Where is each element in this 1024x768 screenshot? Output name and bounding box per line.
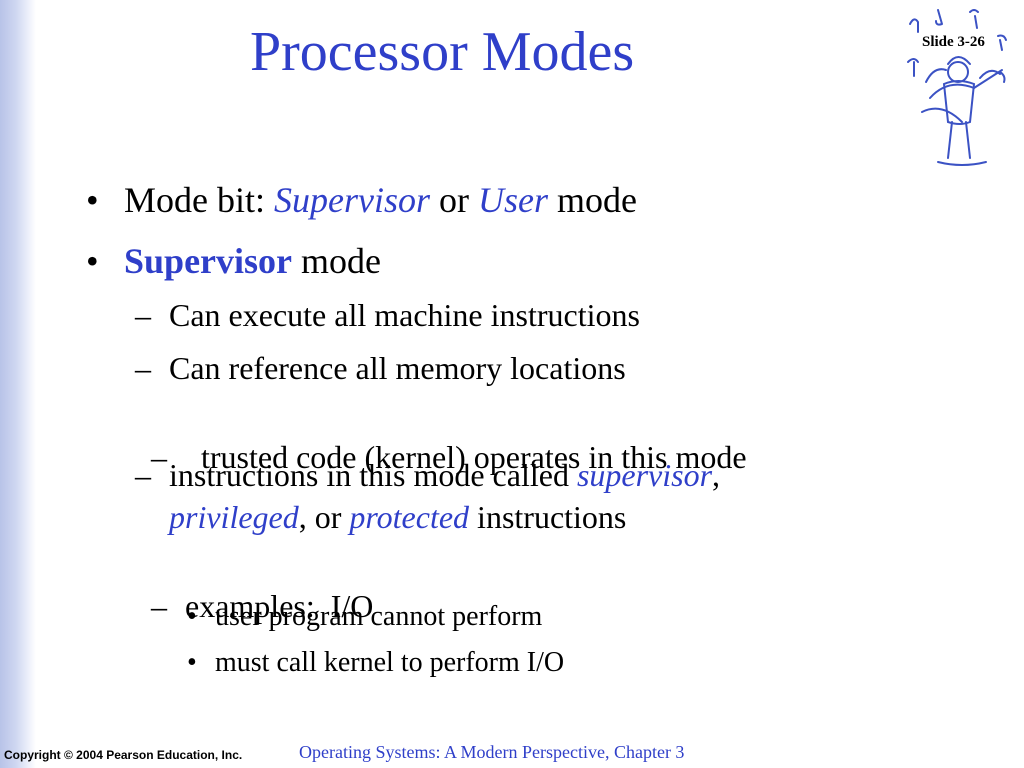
slide-number: Slide 3-26 xyxy=(922,34,985,50)
dash-marker: – xyxy=(151,588,167,624)
dash-marker: – xyxy=(151,439,167,475)
term-protected: protected xyxy=(349,499,470,535)
sub-bullet-reference: –Can reference all memory locations xyxy=(135,350,626,386)
copyright-footer: Copyright © 2004 Pearson Education, Inc. xyxy=(4,748,243,762)
sub-bullet-text: trusted code (kernel) operates in this m… xyxy=(185,439,747,475)
subsub-bullet-user-program: • user program cannot perform xyxy=(187,601,542,633)
sub-bullet-instructions-called-cont: privileged, or protected instructions xyxy=(169,499,626,535)
bullet-marker: • xyxy=(86,180,99,220)
bullet-mode-bit: • Mode bit: Supervisor or User mode xyxy=(86,180,637,220)
subsub-bullet-call-kernel: • must call kernel to perform I/O xyxy=(187,647,564,679)
term-privileged: privileged xyxy=(169,499,299,535)
term-supervisor: Supervisor xyxy=(274,180,430,220)
sub-bullet-execute: –Can execute all machine instructions xyxy=(135,297,640,333)
bullet-text: mode xyxy=(548,180,637,220)
sub-bullet-trusted-code: – trusted code (kernel) operates in this… xyxy=(135,403,747,475)
left-gradient-bar xyxy=(0,0,36,768)
sub-bullet-text: examples: I/O xyxy=(185,588,374,624)
bullet-text: mode xyxy=(292,241,381,281)
term-user: User xyxy=(478,180,548,220)
bullet-supervisor-mode: • Supervisor mode xyxy=(86,241,381,281)
book-title-footer: Operating Systems: A Modern Perspective,… xyxy=(299,742,685,762)
term-supervisor-italic: supervisor xyxy=(576,457,713,493)
bullet-marker: • xyxy=(187,647,197,678)
sub-bullet-instructions-called: –instructions in this mode called superv… xyxy=(135,457,720,493)
subsub-bullet-text: must call kernel to perform I/O xyxy=(215,647,565,678)
bullet-text: or xyxy=(430,180,478,220)
dash-marker: – xyxy=(135,350,151,386)
sub-bullet-examples: –examples: I/O xyxy=(135,552,373,624)
sub-bullet-text: , or xyxy=(298,499,350,535)
sub-bullet-text: Can reference all memory locations xyxy=(169,350,626,386)
sub-bullet-text: Can execute all machine instructions xyxy=(169,297,640,333)
bullet-text: Mode bit: xyxy=(124,180,274,220)
bullet-marker: • xyxy=(86,241,99,281)
term-supervisor-bold: Supervisor xyxy=(124,241,293,281)
sub-bullet-text: instructions in this mode called xyxy=(169,457,577,493)
subsub-bullet-text: user program cannot perform xyxy=(215,601,543,632)
sub-bullet-text: instructions xyxy=(469,499,627,535)
dash-marker: – xyxy=(135,297,151,333)
sub-bullet-text: , xyxy=(712,457,721,493)
dash-marker: – xyxy=(135,457,151,493)
bullet-marker: • xyxy=(187,601,197,632)
musician-logo-icon xyxy=(907,9,1007,166)
slide-title: Processor Modes xyxy=(250,21,635,83)
